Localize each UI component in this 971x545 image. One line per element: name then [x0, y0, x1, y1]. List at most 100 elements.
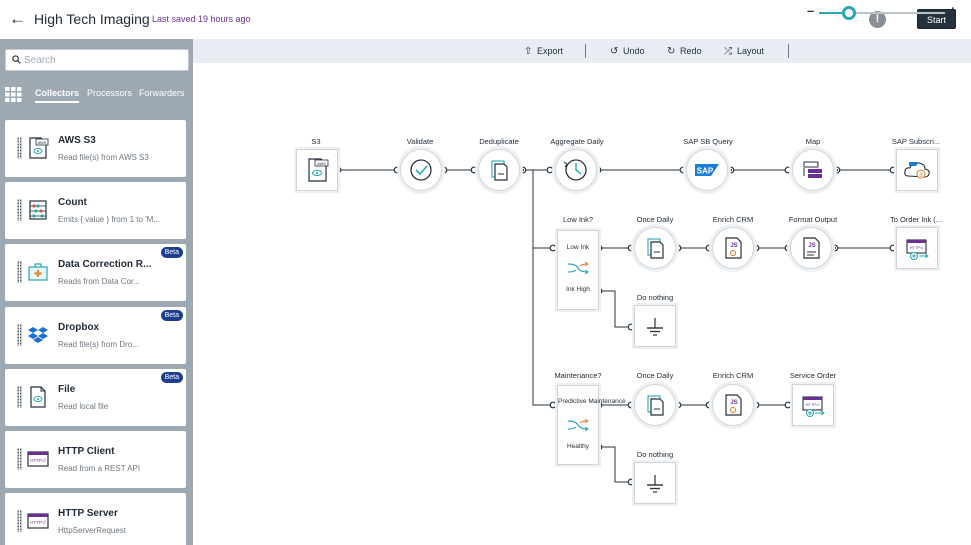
node-label-once-daily-2: Once Daily — [636, 371, 674, 380]
js-file-icon: JS — [725, 394, 742, 416]
node-label-format-output: Format Output — [788, 215, 838, 224]
node-label-deduplicate: Deduplicate — [479, 137, 519, 146]
node-once-daily-1[interactable] — [634, 227, 676, 269]
node-do-nothing-2[interactable] — [634, 462, 676, 504]
http-forward-icon: HTTP:// — [906, 239, 929, 261]
zoom-slider-handle[interactable] — [842, 6, 857, 20]
card-description: Read from a REST API — [58, 464, 141, 473]
js-file-icon: JS — [725, 237, 742, 259]
node-enrich-crm-1[interactable]: JS — [712, 227, 754, 269]
collector-card-dropbox[interactable]: Beta Dropbox Read file(s) from Dro... — [5, 307, 186, 364]
grid-view-icon[interactable] — [5, 87, 22, 102]
drag-handle-icon[interactable] — [17, 261, 22, 283]
ground-icon — [647, 475, 663, 493]
drag-handle-icon[interactable] — [17, 386, 22, 408]
card-title: File — [58, 384, 76, 395]
js-file-icon: JS — [803, 237, 820, 259]
drag-handle-icon[interactable] — [17, 199, 22, 221]
node-label-maintenance: Maintenance? — [554, 371, 602, 380]
node-sap-subscription[interactable]: $ — [896, 149, 938, 191]
warning-icon[interactable]: ! — [869, 11, 886, 28]
drag-handle-icon[interactable] — [17, 324, 22, 346]
collector-card-http-server[interactable]: HTTP:// HTTP Server HttpServerRequest — [5, 493, 186, 545]
svg-text:AWS: AWS — [38, 140, 47, 145]
collector-card-aws-s3[interactable]: AWS AWS S3 Read file(s) from AWS S3 — [5, 120, 186, 177]
tab-collectors[interactable]: Collectors — [35, 88, 80, 103]
layout-button[interactable]: ⤮Layout — [724, 44, 764, 59]
toolbar-divider — [585, 44, 586, 58]
duplicate-docs-icon — [647, 395, 664, 416]
search-box[interactable] — [5, 49, 189, 71]
node-label-s3: S3 — [311, 137, 321, 146]
card-title: Data Correction R... — [58, 259, 152, 270]
node-label-to-order-ink: To Order Ink (... — [889, 215, 943, 224]
http-forward-icon: HTTP:// — [802, 396, 825, 418]
collector-card-data-correction[interactable]: Beta Data Correction R... Reads from Dat… — [5, 244, 186, 301]
node-label-sap-sb-query: SAP SB Query — [683, 137, 733, 146]
undo-label: Undo — [623, 46, 645, 56]
card-description: Read local file — [58, 402, 109, 411]
toolbar-divider — [788, 44, 789, 58]
collector-card-file[interactable]: Beta File Read local file — [5, 369, 186, 426]
node-low-ink-switch[interactable]: Low Ink Ink High — [557, 230, 599, 310]
undo-button[interactable]: ↺ Undo — [610, 44, 645, 59]
drag-handle-icon[interactable] — [17, 137, 22, 159]
collector-card-http-client[interactable]: HTTP:// HTTP Client Read from a REST API — [5, 431, 186, 488]
node-sap-sb-query[interactable]: SAP — [686, 149, 728, 191]
node-label-enrich-crm: Enrich CRM — [712, 215, 754, 224]
node-enrich-crm-2[interactable]: JS — [712, 384, 754, 426]
aws-s3-file-icon: AWS — [29, 137, 49, 159]
node-once-daily-2[interactable] — [634, 384, 676, 426]
redo-label: Redo — [680, 46, 702, 56]
node-aggregate-daily[interactable] — [555, 149, 597, 191]
back-arrow-icon[interactable]: ← — [9, 9, 26, 28]
node-to-order-ink[interactable]: HTTP:// — [896, 227, 938, 269]
upload-icon: ⇧ — [524, 46, 533, 57]
redo-button[interactable]: ↻Redo — [667, 44, 702, 59]
collector-card-count[interactable]: Count Emits { value } from 1 to 'M... — [5, 182, 186, 239]
node-deduplicate[interactable] — [478, 149, 520, 191]
node-label-once-daily: Once Daily — [636, 215, 674, 224]
canvas-toolbar: ⇧Export ↺ Undo ↻Redo ⤮Layout — [193, 39, 971, 63]
undo-icon: ↺ — [610, 46, 619, 57]
node-s3[interactable]: AWS — [296, 149, 338, 191]
card-title: Count — [58, 197, 87, 208]
node-label-low-ink: Low Ink? — [562, 215, 594, 224]
node-format-output[interactable]: JS — [790, 227, 832, 269]
clock-icon — [563, 159, 587, 181]
node-service-order[interactable]: HTTP:// — [792, 384, 834, 426]
layout-label: Layout — [737, 46, 765, 56]
zoom-in-button[interactable]: + — [949, 3, 957, 18]
app-header: ← High Tech Imaging Last saved 19 hours … — [0, 0, 971, 39]
node-map[interactable] — [792, 149, 834, 191]
search-input[interactable] — [24, 52, 184, 68]
node-label-enrich-crm-2: Enrich CRM — [712, 371, 754, 380]
node-label-do-nothing-2: Do nothing — [636, 450, 674, 459]
node-label-service-order: Service Order — [789, 371, 837, 380]
export-button[interactable]: ⇧Export — [524, 44, 563, 59]
card-description: HttpServerRequest — [58, 526, 127, 535]
svg-text:HTTP://: HTTP:// — [30, 520, 46, 525]
start-button[interactable]: Start — [917, 9, 956, 29]
port-label-predictive-maintenance: Predictive Maintenance — [558, 398, 626, 405]
zoom-slider[interactable] — [819, 6, 945, 20]
node-validate[interactable] — [400, 149, 442, 191]
svg-text:SAP: SAP — [697, 167, 714, 176]
drag-handle-icon[interactable] — [17, 510, 22, 532]
card-description: Emits { value } from 1 to 'M... — [58, 215, 161, 224]
node-maintenance-switch[interactable]: Predictive Maintenance Healthy — [557, 385, 626, 465]
tab-forwarders[interactable]: Forwarders — [139, 88, 185, 98]
search-icon — [12, 55, 21, 64]
port-label-healthy: Healthy — [566, 443, 590, 450]
card-description: Read file(s) from AWS S3 — [58, 153, 149, 162]
svg-text:HTTP://: HTTP:// — [910, 245, 925, 250]
card-title: HTTP Server — [58, 508, 118, 519]
node-do-nothing-1[interactable] — [634, 305, 676, 347]
node-label-map: Map — [805, 137, 821, 146]
flow-canvas[interactable]: S3 Validate Deduplicate Aggregate Daily … — [193, 63, 971, 545]
tab-processors[interactable]: Processors — [87, 88, 133, 98]
map-table-icon — [803, 161, 822, 178]
node-label-aggregate-daily: Aggregate Daily — [550, 137, 604, 146]
drag-handle-icon[interactable] — [17, 448, 22, 470]
zoom-out-button[interactable]: – — [807, 3, 815, 18]
